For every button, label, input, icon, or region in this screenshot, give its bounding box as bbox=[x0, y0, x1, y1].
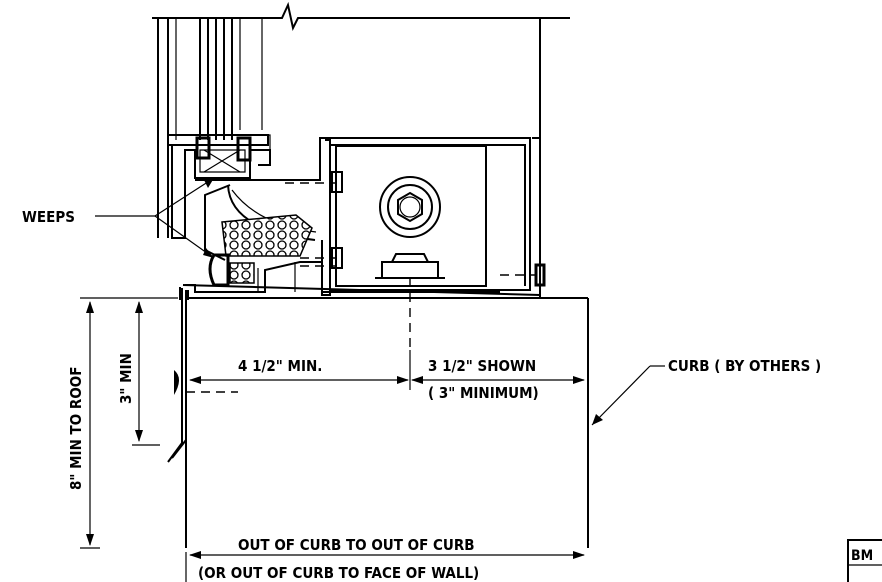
label-title-block: BM bbox=[851, 548, 873, 564]
curb-flashing bbox=[167, 288, 238, 463]
label-curb-by-others: CURB ( BY OTHERS ) bbox=[668, 357, 821, 375]
curb bbox=[185, 297, 589, 548]
label-3-minimum: ( 3" MINIMUM) bbox=[428, 384, 539, 402]
label-out-of-curb: OUT OF CURB TO OUT OF CURB bbox=[238, 536, 475, 554]
weeps-leader bbox=[95, 177, 215, 259]
label-or-face-of-wall: (OR OUT OF CURB TO FACE OF WALL) bbox=[198, 564, 479, 582]
glazing-frame bbox=[167, 18, 271, 239]
label-weeps: WEEPS bbox=[22, 208, 75, 226]
dim-out-of-curb bbox=[185, 551, 585, 582]
label-4-half-min: 4 1/2" MIN. bbox=[238, 357, 322, 375]
dim-horizontal-curb bbox=[189, 350, 585, 390]
label-3-min: 3" MIN bbox=[117, 353, 135, 404]
dim-3-min bbox=[132, 301, 160, 446]
label-3-half-shown: 3 1/2" SHOWN bbox=[428, 357, 536, 375]
curb-leader bbox=[591, 365, 665, 426]
label-min-to-roof: 8" MIN TO ROOF bbox=[67, 367, 85, 490]
title-block bbox=[847, 539, 882, 582]
dim-8-min-to-roof bbox=[80, 297, 178, 549]
anchor-clip bbox=[285, 137, 546, 350]
